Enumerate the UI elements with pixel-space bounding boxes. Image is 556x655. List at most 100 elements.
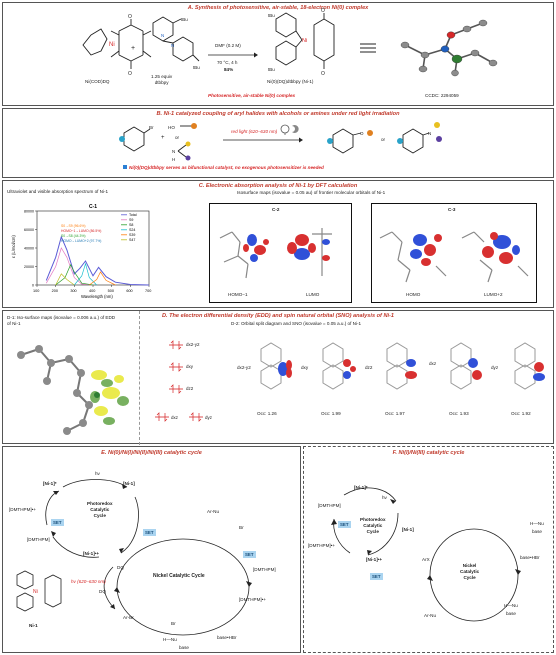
reactant1-label: Ni(COD)DQ [85,79,110,84]
f-dmthpm-plus: [DMTHPM]•+ [308,543,336,548]
f-nickel-cycle: Nickel Catalytic Cycle [460,563,480,580]
f-set-1: SET [338,521,351,528]
annotation-1: HOMO−1→LUMO (86.5%) [61,229,101,233]
level-dxz: dxz [171,415,179,420]
legend-entry-1: S9 [129,218,133,222]
svg-text:O: O [321,8,325,14]
series-line-s9 [45,247,94,286]
sno-label-3: dz2 [365,365,373,370]
ho-label: HO [168,125,175,130]
cycle-e-arrows [45,479,252,636]
orbital-label-homo-1: HOMO−1 [228,292,248,297]
e-hv: hν [95,471,100,476]
sno-label-4: dxz [429,361,437,366]
orbital-label-lumo-plus-2: LUMO+2 [484,292,503,297]
e-ni1-structure: Ni [16,570,62,612]
d1-label: D-1: Iso-surface maps (isovalue = 0.006 … [7,315,116,326]
svg-text:Br: Br [149,125,154,130]
e-dmthpm-2: [DMTHPM] [253,567,276,572]
svg-text:N: N [428,131,431,136]
amine-product: N [397,122,442,154]
c3-box: C-3 HOMO LUMO+2 [371,203,537,303]
annotation-3: HOMO→LUMO+2 (97.7%) [61,239,101,243]
svg-text:N: N [161,33,164,38]
cond2: 70 °C, 4 h [217,60,238,65]
section-b-panel: B. Ni-1 catalyzed coupling of aryl halid… [2,108,554,178]
section-f-panel: F. Ni(I)/Ni(III) catalytic cycle [Ni-1]*… [303,446,554,653]
ni-cod-dq-structure: Ni O O [82,14,152,77]
e-photo-cycle: Photoredox Catalytic Cycle [87,501,113,518]
svg-text:tBu: tBu [268,13,275,18]
lumo-orbital [287,228,332,276]
sno-occ-4: Occ: 1.93 [449,411,469,416]
section-f-title: F. Ni(I)/Ni(III) catalytic cycle [392,450,465,456]
sno-orbital-1 [260,342,292,390]
sno-label-1: dx2-y2 [237,365,251,370]
svg-text:O: O [128,14,132,20]
x-axis-label: Wavelength (nm) [81,294,113,299]
amine-structure: N H [172,141,191,162]
y-tick-label-1: 20000 [24,265,34,269]
x-tick-label-6: 700 [145,289,151,293]
e-ni1: [Ni-1] [123,481,135,486]
series-line-s24 [74,262,97,286]
f-ni1-plus: [Ni-1]•+ [366,557,383,562]
y-tick-label-3: 60000 [24,228,34,232]
f-base-2: base [506,611,516,616]
y-axis-label: ε (L/mol/cm) [11,235,16,258]
section-a-panel: A. Synthesis of photosensitive, air-stab… [2,2,554,106]
f-h-nu: H—Nu [530,521,544,526]
level-dxy: dxy [186,364,194,369]
dtbbpy-structure: tBu tBu N N [152,16,200,70]
bifunctional-note: Ni(0)(DQ)dtbbpy serves as bifunctional c… [123,165,324,170]
e-h-nu: H—Nu [163,637,177,642]
e-ni1-label: Ni-1 [29,623,38,628]
e-dq-2: DQ [99,589,106,594]
e-ni1-star: [Ni-1]* [43,481,57,486]
sno-orbital-3 [386,342,417,390]
y-tick-label-4: 80000 [24,209,34,213]
e-base-hbr: base•HBr [217,635,237,640]
e-br-2: Br [171,621,176,626]
y-tick-label-2: 40000 [24,246,34,250]
c2-box: C-2 HOMO−1 LUMO [209,203,352,303]
orbital-split-diagram: dx2-y2 dxy dz2 dxz dyz [155,340,213,422]
orbital-label-lumo: LUMO [306,292,320,297]
level-dz2: dz2 [186,386,194,391]
legend-entry-0: Total [129,213,137,217]
lumo-plus-2-orbital [461,231,529,283]
sno-orbital-4 [450,342,482,390]
sno-label-5: dyz [491,365,499,370]
e-light: hν (620–630 nm) [71,579,106,584]
ccdc-label: CCDC: 2294059 [425,93,459,98]
c-right-caption: Isosurface maps (isovalue = 0.05 au) of … [237,190,386,195]
orbital-label-homo: HOMO [406,292,421,297]
sno-orbital-5 [514,342,545,390]
series-line-s47 [55,273,75,286]
homo-1-orbital [219,231,269,279]
sno-occ-5: Occ: 1.92 [511,411,531,416]
svg-text:O: O [128,71,132,77]
sno-card-4: dxz Occ: 1.93 [427,337,489,437]
sno-occ-1: Occ: 1.26 [257,411,277,416]
e-set-3: SET [243,551,256,558]
e-set-2: SET [143,529,156,536]
edd-isosurface [17,345,129,435]
d2-label: D-2: Orbital split diagram and SNO (isov… [231,321,362,326]
svg-text:O: O [321,71,325,77]
e-set-1: SET [51,519,64,526]
reactant2-label: 1.25 equiv dtbbpy [151,74,173,85]
section-a-title: A. Synthesis of photosensitive, air-stab… [187,5,369,11]
e-dmthpm-plus: [DMTHPM]•+ [9,507,37,512]
e-dq: DQ [117,565,124,570]
alcohol-structure [180,123,197,129]
c2-label: C-2 [272,207,280,212]
e-ar-nu: Ar-Nu [207,509,219,514]
ni1-structure: Ni tBu tBu O O [268,8,335,77]
reaction-condition: red light (620–630 nm) [231,129,278,134]
x-tick-label-0: 100 [33,289,39,293]
f-photo-cycle: Photoredox Catalytic Cycle [360,517,386,534]
e-br-1: Br [239,525,244,530]
legend-entry-4: S39 [129,233,135,237]
